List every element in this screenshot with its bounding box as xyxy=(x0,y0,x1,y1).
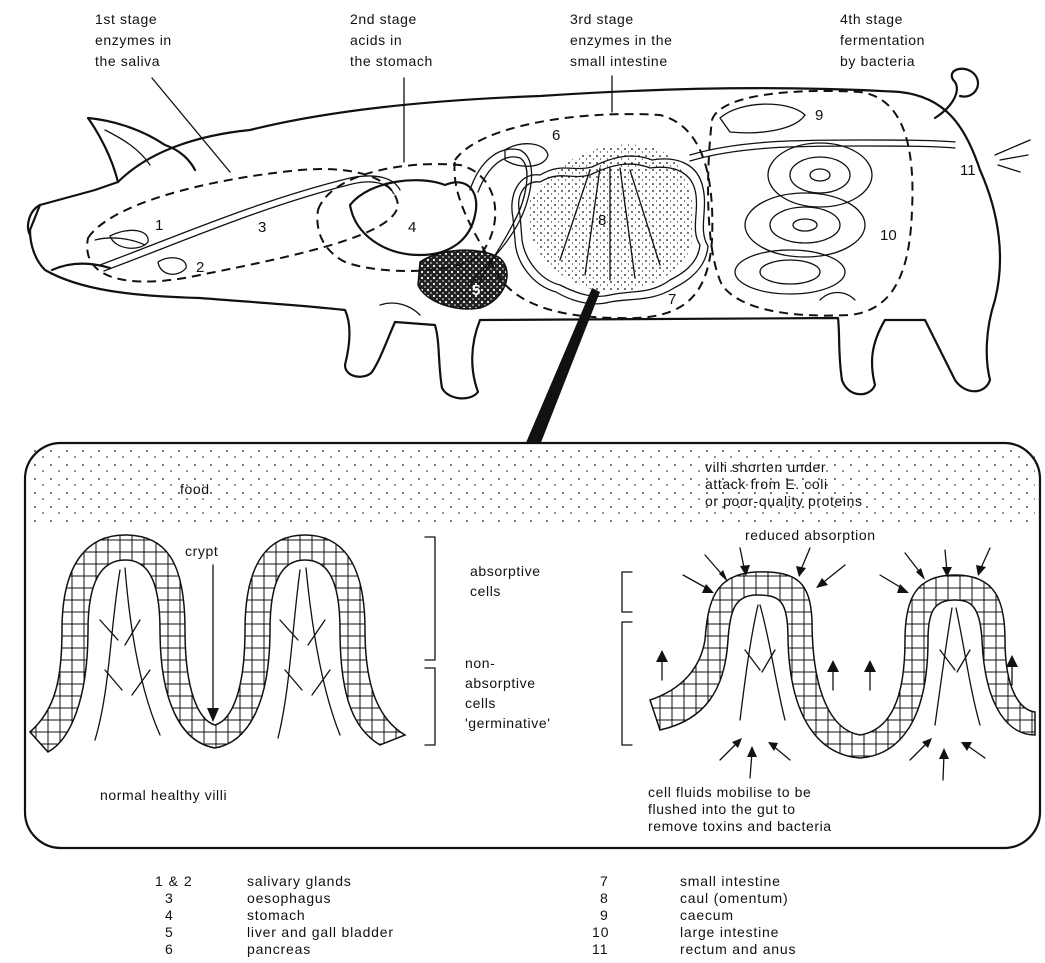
pig-illustration xyxy=(28,69,1030,445)
svg-text:3: 3 xyxy=(165,890,174,906)
svg-text:1 & 2: 1 & 2 xyxy=(155,873,193,889)
svg-text:liver and gall bladder: liver and gall bladder xyxy=(247,924,394,940)
normal-villi-label: normal healthy villi xyxy=(100,787,227,803)
organ-number-6: 6 xyxy=(552,127,560,144)
svg-text:acids in: acids in xyxy=(350,32,402,48)
svg-text:small intestine: small intestine xyxy=(570,53,668,69)
svg-text:1st stage: 1st stage xyxy=(95,11,157,27)
pig-snout xyxy=(28,205,110,270)
svg-text:6: 6 xyxy=(165,941,174,957)
pig-tail xyxy=(935,69,978,118)
svg-text:remove toxins and bacteria: remove toxins and bacteria xyxy=(648,818,832,834)
svg-text:oesophagus: oesophagus xyxy=(247,890,331,906)
food-label: food xyxy=(180,481,210,497)
organ-number-11: 11 xyxy=(960,162,976,179)
stage-3-caption: 3rd stage enzymes in the small intestine xyxy=(570,11,673,69)
svg-text:attack from E. coli: attack from E. coli xyxy=(705,476,828,492)
svg-text:flushed into the gut to: flushed into the gut to xyxy=(648,801,796,817)
svg-text:stomach: stomach xyxy=(247,907,306,923)
svg-text:7: 7 xyxy=(600,873,609,889)
crypt-label: crypt xyxy=(185,543,218,559)
large-intestine xyxy=(735,143,872,294)
reduced-absorption-label: reduced absorption xyxy=(745,527,876,543)
stage-4-caption: 4th stage fermentation by bacteria xyxy=(840,11,925,69)
organ-number-5: 5 xyxy=(472,282,480,299)
organ-number-8: 8 xyxy=(598,212,606,229)
svg-text:3rd stage: 3rd stage xyxy=(570,11,634,27)
organ-number-2: 2 xyxy=(196,259,204,276)
stage-4-region xyxy=(708,91,912,316)
svg-text:11: 11 xyxy=(592,941,609,957)
organ-number-10: 10 xyxy=(880,227,897,244)
svg-text:cells: cells xyxy=(465,695,496,711)
svg-text:pancreas: pancreas xyxy=(247,941,311,957)
legend: 1 & 2 salivary glands 3 oesophagus 4 sto… xyxy=(155,873,796,957)
svg-text:the stomach: the stomach xyxy=(350,53,433,69)
svg-text:salivary glands: salivary glands xyxy=(247,873,352,889)
zoom-pointer xyxy=(525,288,600,445)
organ-number-9: 9 xyxy=(815,107,823,124)
svg-text:large intestine: large intestine xyxy=(680,924,779,940)
svg-text:8: 8 xyxy=(600,890,609,906)
stage-1-caption: 1st stage enzymes in the saliva xyxy=(95,11,172,69)
svg-text:by bacteria: by bacteria xyxy=(840,53,915,69)
organ-number-7: 7 xyxy=(668,291,676,308)
organ-number-4: 4 xyxy=(408,219,416,236)
svg-text:'germinative': 'germinative' xyxy=(465,715,551,731)
svg-text:2nd stage: 2nd stage xyxy=(350,11,417,27)
liver-gall-bladder xyxy=(418,250,507,309)
svg-text:10: 10 xyxy=(592,924,610,940)
organ-number-3: 3 xyxy=(258,219,266,236)
villi-inset: food crypt villi shorten under attack fr… xyxy=(25,443,1040,848)
organ-number-1: 1 xyxy=(155,217,163,234)
stage-2-caption: 2nd stage acids in the stomach xyxy=(350,11,433,69)
svg-text:cells: cells xyxy=(470,583,501,599)
legend-right: 7 small intestine 8 caul (omentum) 9 cae… xyxy=(592,873,796,957)
svg-text:or poor-quality proteins: or poor-quality proteins xyxy=(705,493,863,509)
legend-left: 1 & 2 salivary glands 3 oesophagus 4 sto… xyxy=(155,873,394,957)
svg-text:absorptive: absorptive xyxy=(465,675,536,691)
svg-text:rectum and anus: rectum and anus xyxy=(680,941,796,957)
svg-text:absorptive: absorptive xyxy=(470,563,541,579)
svg-text:enzymes in: enzymes in xyxy=(95,32,172,48)
caecum xyxy=(720,104,805,133)
svg-text:villi shorten under: villi shorten under xyxy=(705,459,826,475)
salivary-gland-2 xyxy=(158,258,186,275)
svg-text:fermentation: fermentation xyxy=(840,32,925,48)
pig-ear xyxy=(88,118,195,182)
stomach xyxy=(350,180,476,255)
svg-text:caecum: caecum xyxy=(680,907,734,923)
svg-text:enzymes in the: enzymes in the xyxy=(570,32,673,48)
svg-text:4th stage: 4th stage xyxy=(840,11,903,27)
svg-text:caul (omentum): caul (omentum) xyxy=(680,890,788,906)
svg-text:small intestine: small intestine xyxy=(680,873,781,889)
svg-text:9: 9 xyxy=(600,907,609,923)
svg-text:cell fluids mobilise to be: cell fluids mobilise to be xyxy=(648,784,811,800)
svg-text:5: 5 xyxy=(165,924,174,940)
svg-text:4: 4 xyxy=(165,907,174,923)
svg-text:non-: non- xyxy=(465,655,495,671)
svg-text:the saliva: the saliva xyxy=(95,53,160,69)
